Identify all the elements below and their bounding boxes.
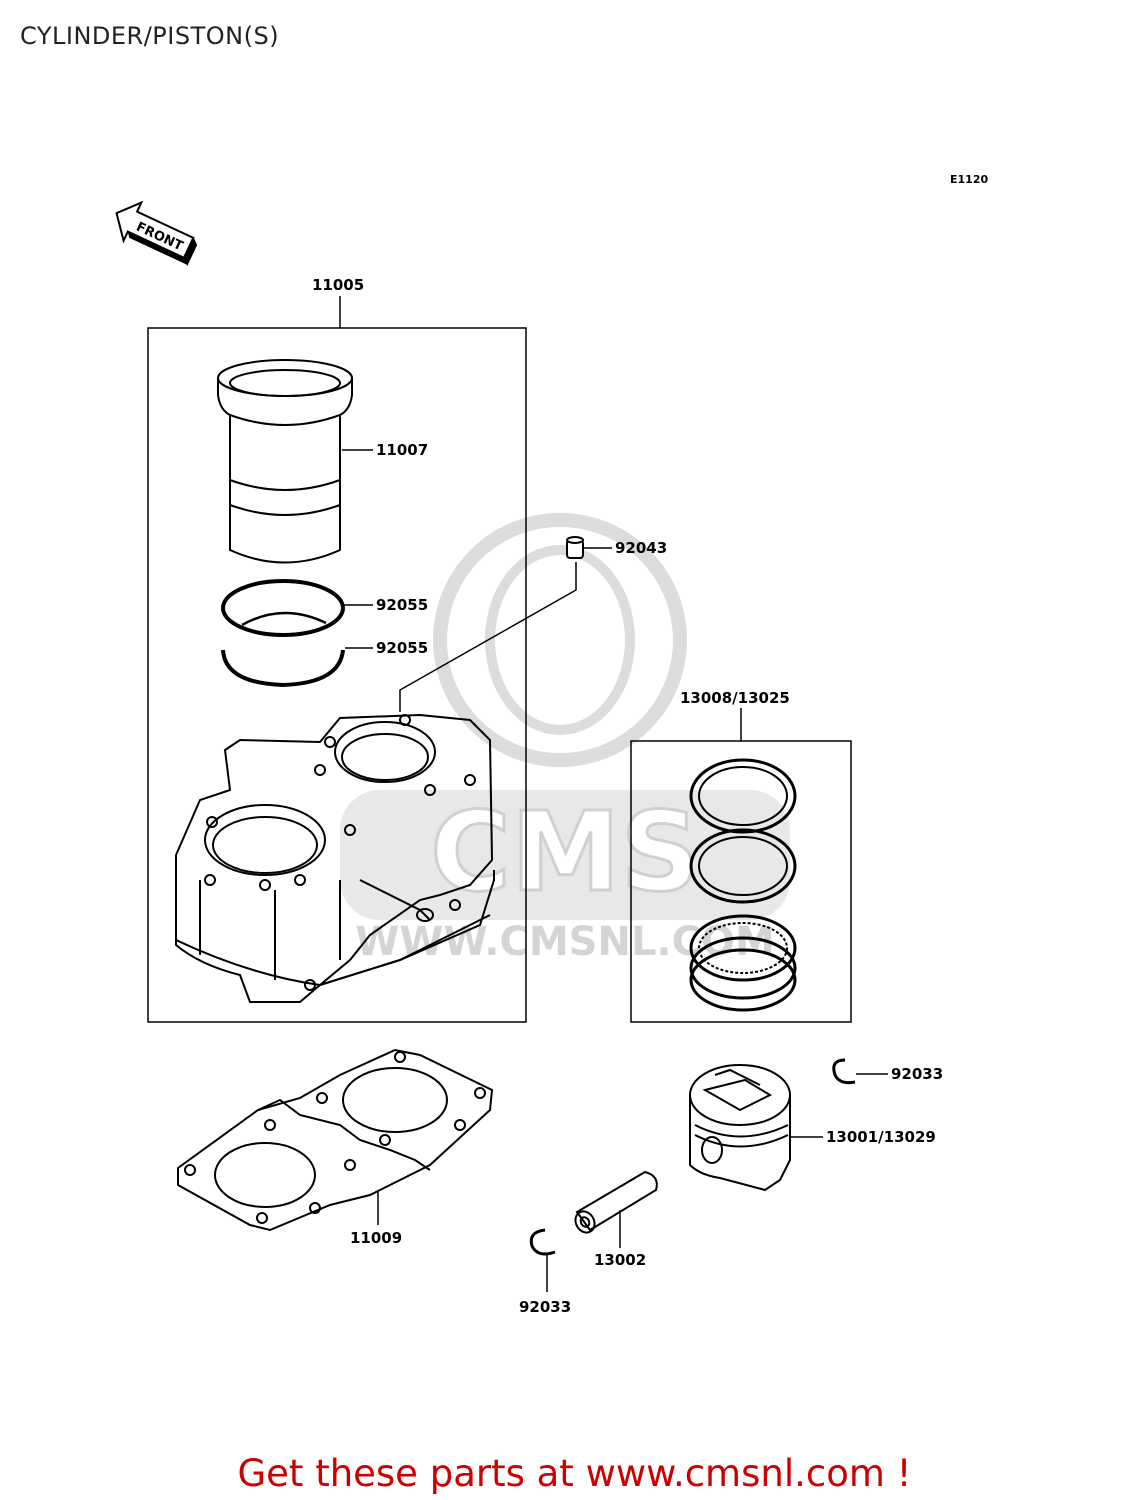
callout-92055-upper: 92055 [376,596,428,614]
page-title: CYLINDER/PISTON(S) [20,22,280,50]
piston-rings [689,758,797,1012]
callout-13001-13029: 13001/13029 [826,1128,936,1146]
callout-92033-right: 92033 [891,1065,943,1083]
watermark-brand: CMS [430,788,699,916]
callout-11005: 11005 [312,276,364,294]
cylinder-assembly-frame [147,327,527,1023]
dowel-pin [566,536,584,559]
piston-pin [574,1170,658,1234]
watermark: CMS WWW.CMSNL.COM [340,513,790,965]
watermark-url: WWW.CMSNL.COM [355,919,775,965]
cylinder-block [175,713,495,1003]
circlip-right [832,1058,856,1085]
front-arrow-icon: FRONT [115,200,198,267]
callout-11007: 11007 [376,441,428,459]
circlip-bottom [529,1228,556,1256]
callout-13002: 13002 [594,1251,646,1269]
o-rings [221,579,345,688]
callout-92055-lower: 92055 [376,639,428,657]
callout-92043: 92043 [615,539,667,557]
base-gasket [177,1048,494,1232]
callout-11009: 11009 [350,1229,402,1247]
piston [689,1064,791,1192]
footer-text[interactable]: Get these parts at www.cmsnl.com ! [237,1452,912,1495]
ref-code: E1120 [950,173,988,186]
callout-13008-13025: 13008/13025 [680,689,790,707]
cylinder-sleeve [217,359,353,564]
footer-link[interactable]: Get these parts at www.cmsnl.com ! [0,1452,1147,1495]
callout-92033-bottom: 92033 [519,1298,571,1316]
